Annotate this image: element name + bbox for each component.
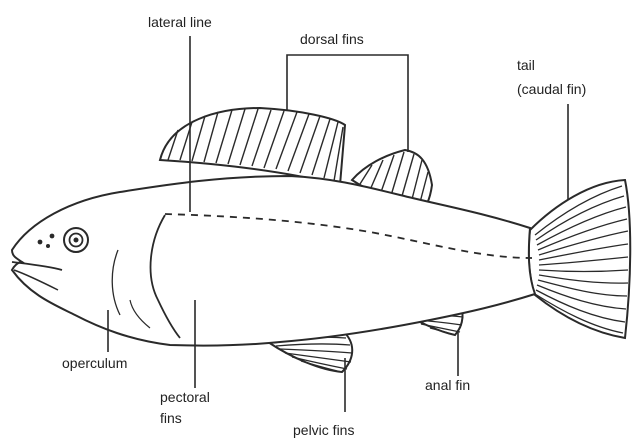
first-dorsal-fin xyxy=(160,108,345,185)
label-pectoral: pectoral xyxy=(160,389,210,405)
label-pectoral-fins: fins xyxy=(160,410,182,426)
caudal-fin xyxy=(529,180,630,338)
fish-eye xyxy=(64,228,88,252)
label-anal-fin: anal fin xyxy=(425,377,470,393)
label-pelvic-fins: pelvic fins xyxy=(293,422,354,438)
label-dorsal-fins: dorsal fins xyxy=(300,31,364,47)
label-operculum: operculum xyxy=(62,355,127,371)
label-caudal-fin: (caudal fin) xyxy=(517,81,586,97)
label-tail: tail xyxy=(517,57,535,73)
label-lateral-line: lateral line xyxy=(148,14,212,30)
